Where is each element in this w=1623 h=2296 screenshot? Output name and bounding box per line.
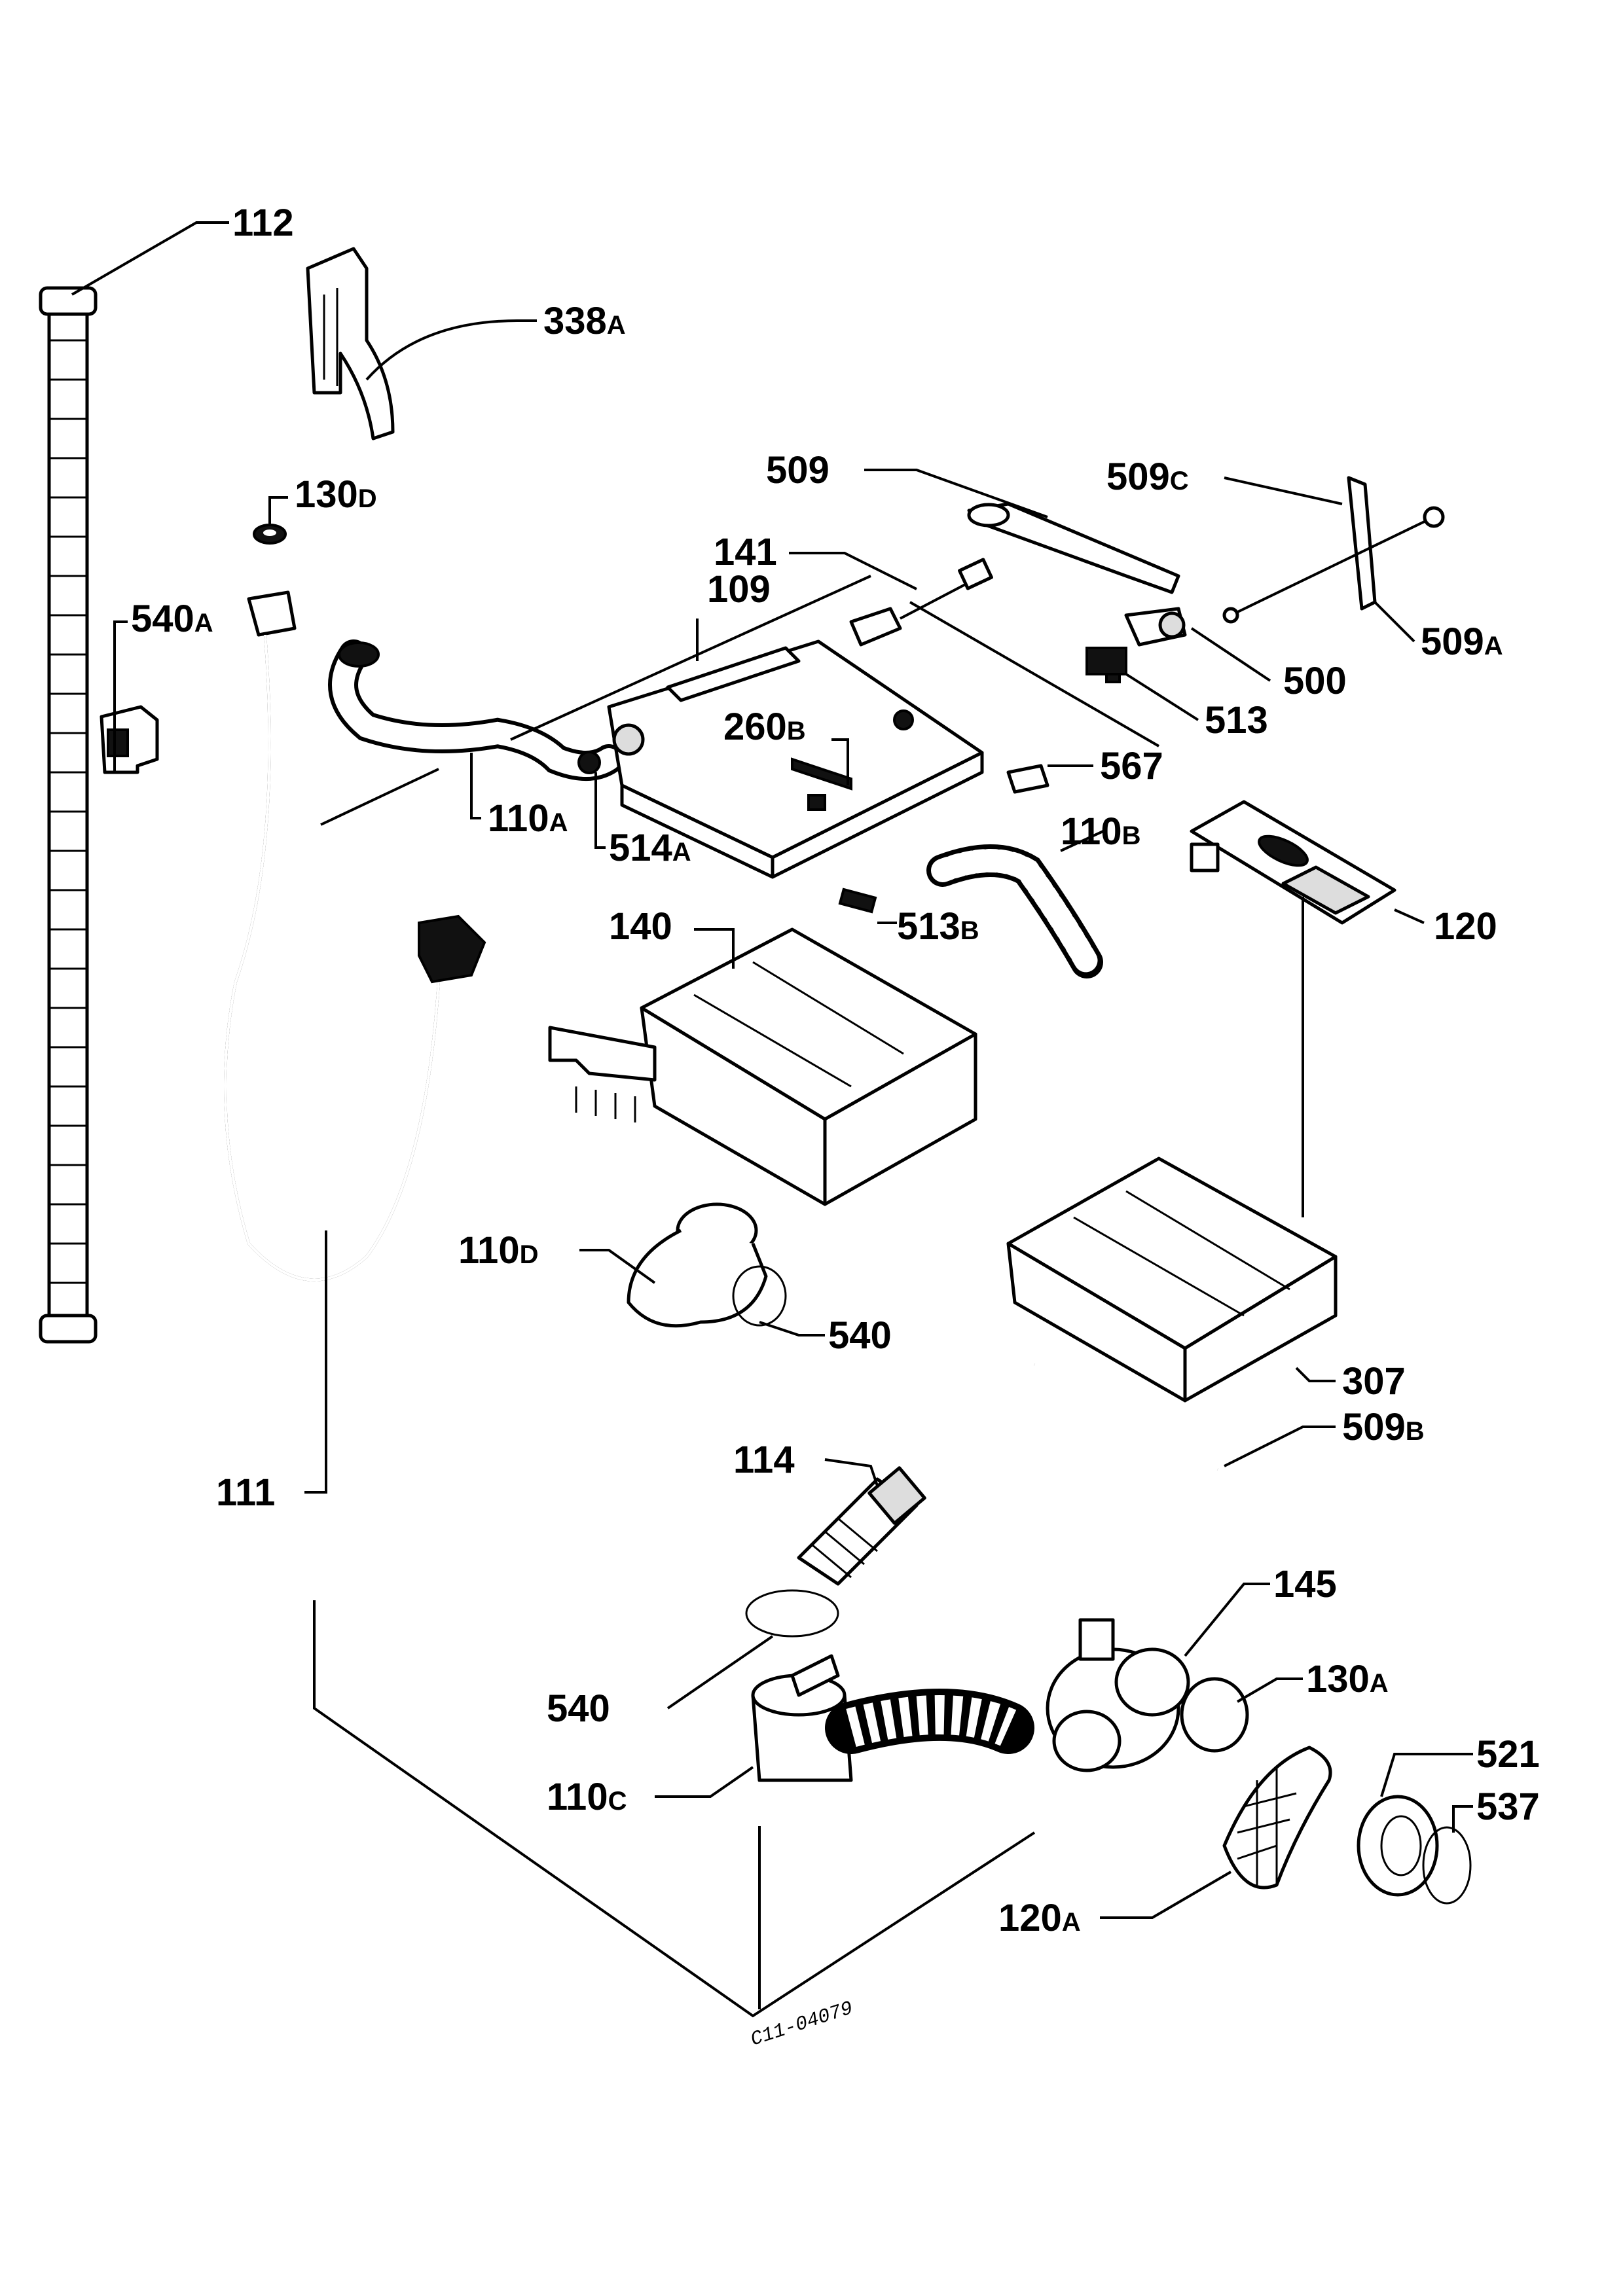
- part-260b-bracket: [791, 757, 852, 811]
- label-114: 114: [733, 1439, 795, 1481]
- part-500-513-valve-parts: [1085, 607, 1187, 683]
- label-110a: 110A: [488, 797, 568, 840]
- label-111: 111: [216, 1471, 275, 1514]
- leader-lines: [71, 221, 1473, 1919]
- part-111-inlet-hose: [224, 590, 486, 1282]
- label-141: 141: [714, 531, 777, 573]
- label-140: 140: [609, 905, 672, 948]
- part-513b-screw: [838, 888, 877, 914]
- label-509: 509: [766, 449, 830, 492]
- part-130d-washer: [253, 524, 287, 545]
- part-114-pump: [797, 1466, 926, 1586]
- label-145: 145: [1273, 1563, 1337, 1605]
- label-514a: 514A: [609, 827, 691, 869]
- part-141-wire-harness: [849, 558, 993, 647]
- drawing-code: C11-04079: [748, 1998, 856, 2051]
- label-567: 567: [1100, 745, 1163, 787]
- base-frame-outline: [313, 575, 1304, 2018]
- label-130a: 130A: [1306, 1658, 1389, 1700]
- part-509c-509a-handle: [1222, 476, 1445, 624]
- label-500: 500: [1283, 660, 1347, 702]
- label-260b: 260B: [723, 706, 806, 748]
- label-307: 307: [1342, 1360, 1406, 1403]
- part-338a-hose-hook: [306, 247, 395, 440]
- part-120a-filter: [1222, 1746, 1332, 1890]
- label-537: 537: [1476, 1785, 1540, 1828]
- part-110d-hose: [627, 1202, 787, 1328]
- label-109: 109: [707, 568, 771, 611]
- part-521-cap: [1357, 1795, 1439, 1897]
- part-130a-seal: [1180, 1677, 1249, 1753]
- label-130d: 130D: [295, 473, 377, 516]
- label-521: 521: [1476, 1733, 1540, 1776]
- label-110b: 110B: [1061, 810, 1140, 853]
- label-112: 112: [232, 202, 294, 244]
- part-labels: 112 338A 130D 540A 509 509C 141 109 509A…: [131, 202, 1540, 2052]
- part-540-clamp: [745, 1589, 839, 1638]
- part-509b-rod: [1033, 1363, 1219, 1471]
- label-110c: 110C: [547, 1776, 627, 1818]
- part-567-pad: [1006, 764, 1049, 794]
- part-140-dispenser-housing: [548, 927, 977, 1206]
- label-540: 540: [828, 1314, 892, 1357]
- label-509c: 509C: [1106, 456, 1189, 498]
- label-540b: 540: [547, 1687, 610, 1730]
- label-509b: 509B: [1342, 1406, 1425, 1448]
- part-537-o-ring: [1422, 1826, 1472, 1905]
- part-120-dispenser-cover: [1190, 800, 1396, 925]
- part-509-lever: [967, 502, 1180, 594]
- part-109-valve-assembly: [607, 639, 984, 879]
- label-120a: 120A: [998, 1897, 1081, 1939]
- label-513b: 513B: [897, 905, 979, 948]
- part-110c-pump-housing: [751, 1654, 1034, 1782]
- part-110a-inlet-pipe: [328, 639, 624, 781]
- label-540a: 540A: [131, 598, 213, 640]
- label-338a: 338A: [543, 300, 626, 342]
- part-307-dispenser-drawer: [1006, 1157, 1338, 1403]
- part-514a-nut: [577, 751, 601, 774]
- part-540a-clip: [100, 705, 159, 774]
- part-112-drain-hose: [39, 286, 98, 1344]
- part-145-pump-body: [1046, 1618, 1190, 1772]
- label-110d: 110D: [458, 1229, 538, 1272]
- part-110b-bellows-hose: [926, 844, 1103, 978]
- label-509a: 509A: [1421, 620, 1503, 663]
- label-513: 513: [1205, 699, 1268, 742]
- label-120: 120: [1434, 905, 1497, 948]
